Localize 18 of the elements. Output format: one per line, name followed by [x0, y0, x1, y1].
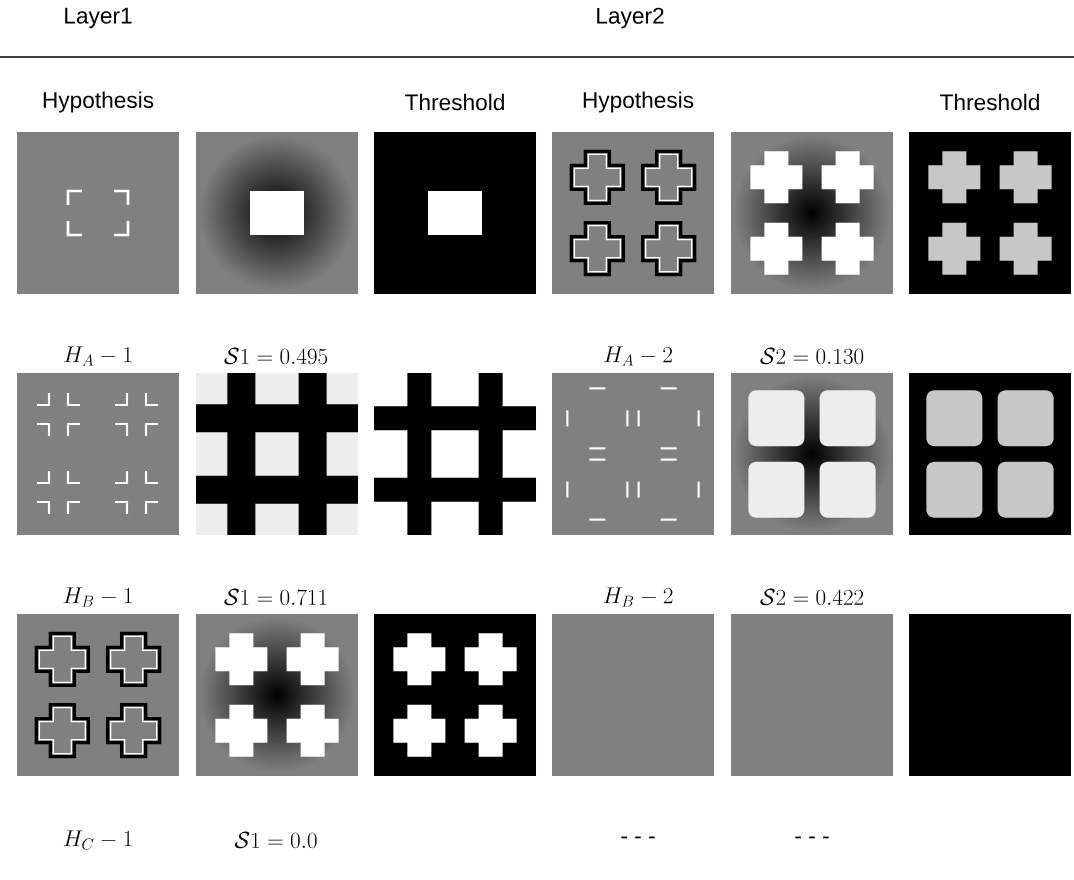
- formula: $\mathcal{S}2 = 0.422$: [760, 588, 864, 606]
- column-heading: Threshold: [405, 93, 504, 111]
- formula: $H_C - 1$: [63, 830, 132, 850]
- formula: $H_B - 2$: [603, 587, 673, 607]
- column-heading: Layer1: [65, 7, 132, 29]
- column-heading: Hypothesis: [583, 91, 694, 113]
- formula: $\mathcal{S}1 = 0.0$: [234, 831, 317, 849]
- column-heading: Hypothesis: [43, 91, 154, 113]
- formula: $\mathcal{S}1 = 0.711$: [224, 588, 327, 606]
- placeholder-text: - - -: [795, 836, 829, 839]
- formula: $\mathcal{S}2 = 0.130$: [760, 347, 864, 365]
- formula: $\mathcal{S}1 = 0.495$: [224, 347, 328, 365]
- formula: $H_A - 2$: [604, 346, 672, 366]
- formula: $H_A - 1$: [64, 346, 132, 366]
- column-heading: Layer2: [597, 7, 664, 29]
- placeholder-text: - - -: [621, 836, 655, 839]
- formula: $H_B - 1$: [63, 587, 132, 607]
- column-heading: Threshold: [940, 93, 1039, 111]
